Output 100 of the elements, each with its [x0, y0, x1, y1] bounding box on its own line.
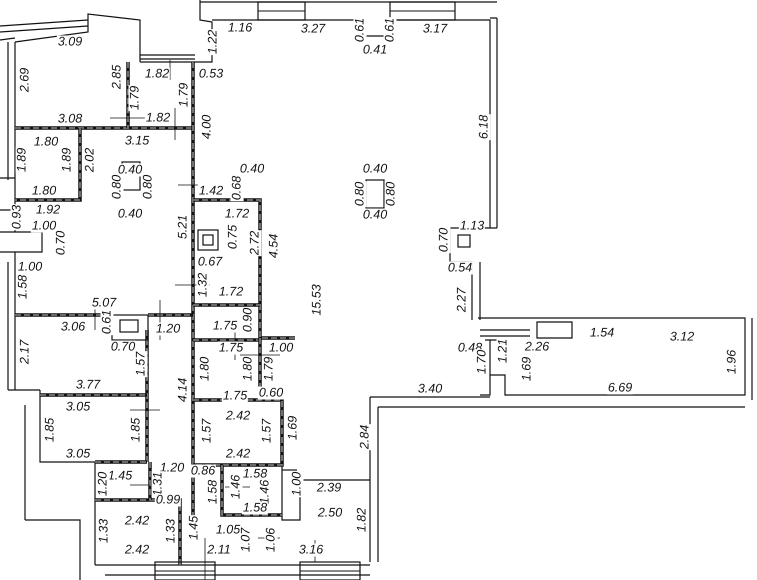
dimension-label: 2.84 — [358, 424, 372, 450]
dimension-label: 0.70 — [438, 226, 450, 254]
dimension-label: 1.58 — [206, 478, 220, 506]
dimension-label: 1.80 — [32, 136, 60, 148]
dimension-label: 4.00 — [200, 114, 214, 140]
dimension-label: 1.70 — [476, 348, 488, 376]
dimension-label: 0.68 — [230, 174, 244, 202]
dimension-label: 2.42 — [224, 448, 252, 460]
dimension-label: 1.75 — [212, 320, 238, 332]
dimension-label: 2.42 — [224, 410, 252, 422]
dimension-label: 1.82 — [356, 506, 368, 534]
dimension-label: 6.18 — [478, 114, 490, 140]
dimension-label: 1.82 — [144, 68, 170, 80]
dimension-label: 0.86 — [190, 464, 216, 478]
dimension-label: 1.46 — [230, 474, 242, 500]
dimension-label: 0.40 — [116, 164, 144, 176]
dimension-label: 0.90 — [242, 306, 254, 334]
dimension-label: 0.61 — [100, 308, 114, 336]
dimension-label: 2.42 — [124, 544, 150, 556]
dimension-label: 0.80 — [384, 180, 398, 208]
dimension-label: 1.22 — [206, 28, 220, 56]
dimension-label: 0.80 — [354, 180, 366, 208]
dimension-label: 1.79 — [178, 82, 190, 108]
dimension-label: 0.80 — [110, 174, 124, 200]
dimension-label: 0.67 — [196, 256, 224, 268]
dimension-label: 2.72 — [248, 230, 262, 256]
dimension-label: 0.40 — [362, 208, 388, 222]
dimension-label: 1.07 — [240, 526, 252, 554]
dimension-label: 1.13 — [458, 220, 486, 232]
dimension-label: 1.20 — [158, 462, 186, 474]
dimension-label: 6.69 — [606, 382, 634, 394]
dimension-label: 0.41 — [362, 44, 388, 56]
dimension-label: 0.40 — [116, 208, 144, 220]
dimension-label: 2.11 — [206, 544, 232, 556]
dimension-label: 2.27 — [456, 286, 468, 314]
dimension-label: 1.20 — [154, 322, 182, 336]
dimension-label: 1.57 — [134, 350, 148, 378]
dimension-label: 1.89 — [16, 146, 28, 174]
dimension-label: 1.54 — [588, 326, 616, 340]
dimension-label: 1.33 — [164, 518, 178, 544]
dimension-label: 1.00 — [30, 220, 58, 232]
dimension-label: 1.33 — [98, 518, 110, 544]
dimension-label: 3.27 — [300, 22, 326, 36]
dimension-label: 1.45 — [188, 514, 200, 542]
dimension-label: 3.77 — [74, 378, 102, 392]
dimension-label: 0.70 — [110, 340, 136, 354]
dimension-label: 2.02 — [84, 146, 96, 174]
dimension-label: 0.70 — [54, 230, 68, 256]
dimension-label: 3.08 — [56, 112, 84, 126]
dimension-label: 4.54 — [268, 232, 280, 260]
dimension-label: 3.15 — [124, 134, 150, 148]
dimension-label: 3.06 — [60, 320, 86, 334]
dimension-label: 5.21 — [176, 214, 190, 240]
dimension-label: 0.40 — [238, 162, 266, 176]
dimension-label: 2.69 — [18, 66, 32, 94]
dimension-label: 1.57 — [260, 418, 274, 444]
dimension-label: 1.45 — [106, 470, 134, 482]
dimension-label: 3.17 — [422, 22, 448, 36]
dimension-label: 0.75 — [226, 224, 240, 250]
dimension-label: 2.26 — [524, 340, 550, 354]
dimension-label: 3.16 — [298, 544, 324, 556]
dimension-label: 1.00 — [16, 260, 44, 274]
dimension-label: 15.53 — [310, 283, 324, 317]
dimension-label: 1.80 — [30, 184, 58, 198]
dimension-label: 0.53 — [198, 68, 224, 80]
dimension-label: 0.60 — [258, 386, 284, 400]
dimension-label: 1.06 — [264, 526, 278, 554]
dimension-label: 1.00 — [290, 470, 304, 498]
dimension-label: 0.93 — [10, 204, 24, 230]
dimension-label: 0.80 — [142, 174, 154, 200]
dimension-label: 1.92 — [34, 204, 62, 216]
dimension-label: 1.05 — [214, 524, 242, 536]
dimension-label: 1.58 — [242, 468, 268, 480]
dimension-label: 1.69 — [286, 414, 300, 442]
dimension-label: 1.75 — [222, 390, 248, 402]
dimension-label: 1.75 — [218, 342, 244, 354]
dimension-label: 1.32 — [196, 272, 210, 298]
dimension-label: 1.96 — [726, 348, 738, 376]
dimension-label: 2.85 — [110, 64, 124, 90]
dimension-label: 0.54 — [446, 262, 474, 274]
dimension-label: 1.82 — [144, 112, 172, 124]
dimension-label: 1.20 — [96, 470, 110, 498]
dimension-label: 0.61 — [354, 16, 366, 44]
dimension-label: 3.09 — [56, 36, 84, 48]
dimension-label: 1.79 — [128, 84, 142, 112]
dimension-label: 3.12 — [668, 330, 696, 344]
dimension-label: 2.39 — [316, 482, 342, 494]
dimension-label: 1.57 — [200, 418, 214, 444]
dimension-label: 1.80 — [198, 356, 212, 382]
dimension-label: 1.16 — [226, 22, 254, 34]
dimension-label: 0.40 — [362, 162, 388, 176]
dimension-label: 2.50 — [316, 506, 344, 520]
dimension-label: 3.05 — [64, 400, 92, 414]
dimension-label: 1.85 — [44, 416, 56, 444]
dimension-label: 1.72 — [218, 286, 244, 298]
dimension-label: 4.14 — [176, 376, 190, 404]
dimension-label: 1.69 — [520, 356, 534, 382]
dimension-label: 0.61 — [384, 16, 396, 44]
dimension-label: 1.85 — [130, 416, 142, 444]
dimension-label: 1.00 — [268, 342, 294, 354]
